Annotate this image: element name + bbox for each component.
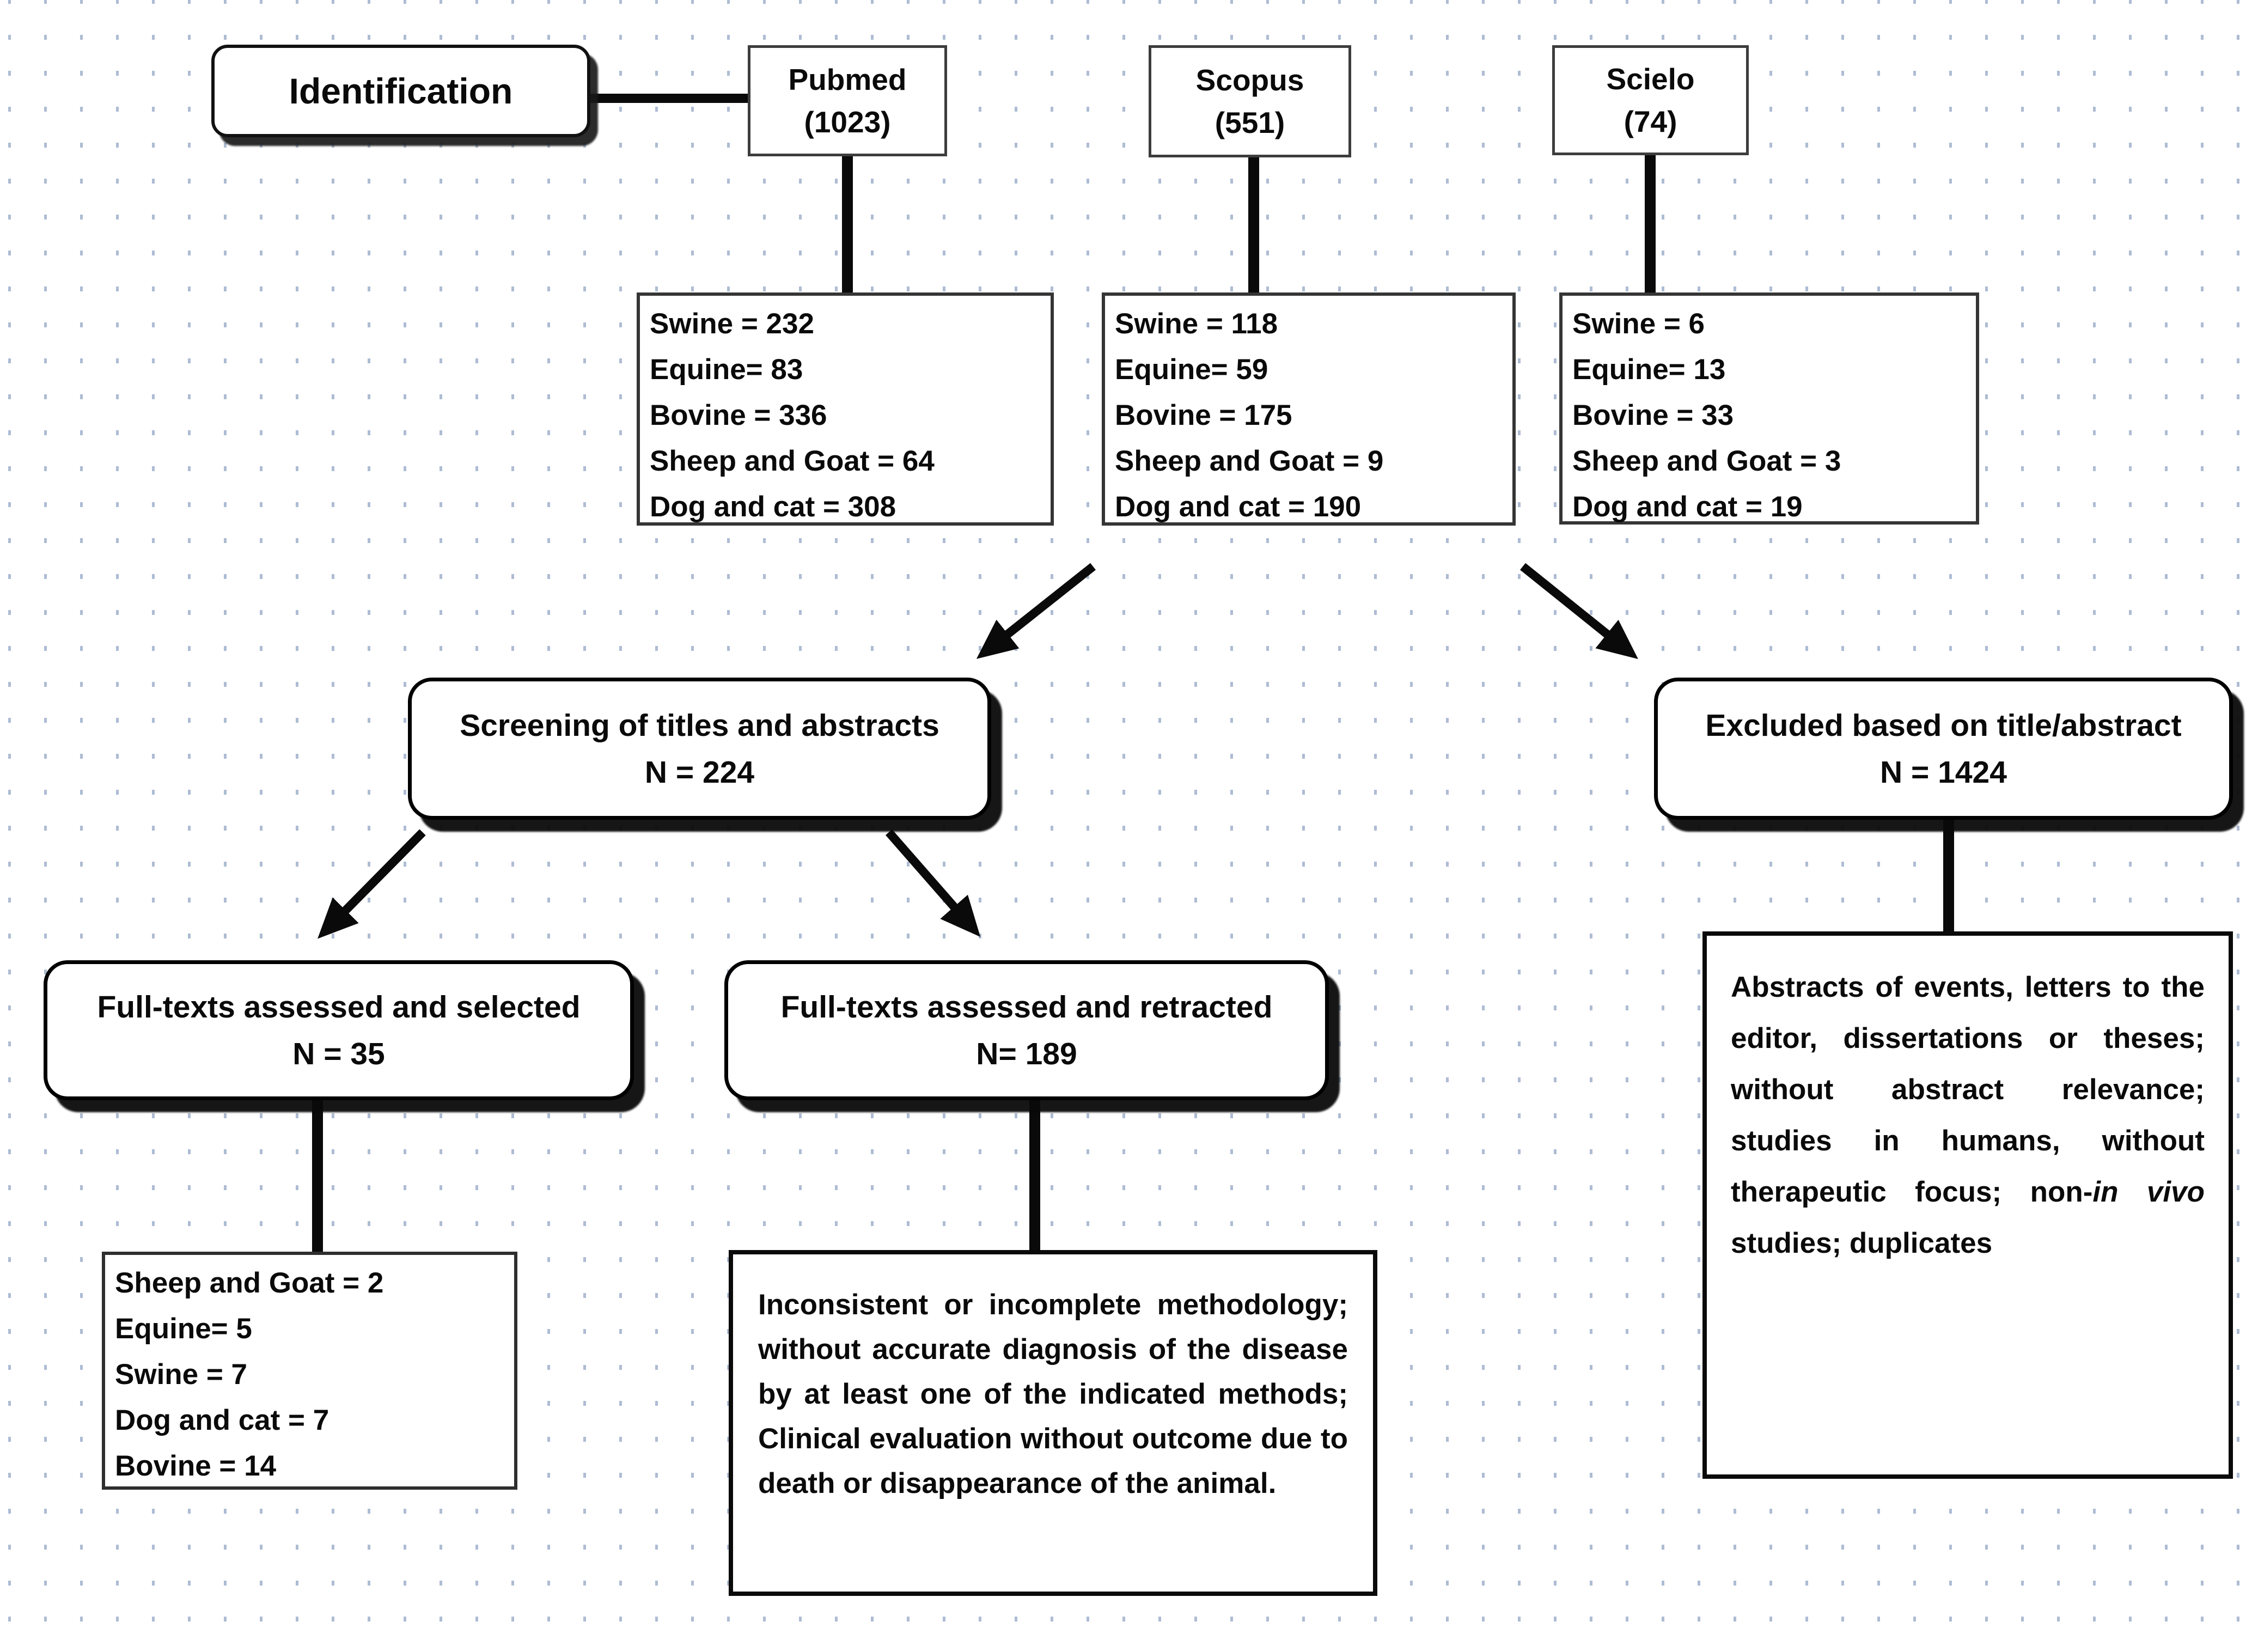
excluded-reasons-text: Abstracts of events, letters to the edit… — [1731, 971, 2205, 1208]
count-line: Bovine = 33 — [1572, 399, 1734, 431]
detail-line: Swine = 7 — [115, 1358, 248, 1391]
connector-pubmed-counts — [842, 154, 853, 294]
detail-line: Dog and cat = 7 — [115, 1404, 329, 1436]
screening-count: N = 224 — [644, 754, 755, 790]
connector-scopus-counts — [1248, 157, 1259, 294]
counts-box-scopus: Swine = 118 Equine= 59 Bovine = 175 Shee… — [1102, 292, 1516, 526]
count-line: Dog and cat = 190 — [1115, 491, 1362, 523]
source-box-scielo: Scielo (74) — [1552, 45, 1749, 155]
count-line: Sheep and Goat = 64 — [650, 445, 935, 477]
source-name: Scopus — [1195, 63, 1304, 97]
detail-line: Equine= 5 — [115, 1313, 252, 1345]
count-line: Swine = 118 — [1115, 308, 1278, 340]
count-line: Equine= 83 — [650, 353, 803, 386]
source-total: (551) — [1215, 106, 1285, 139]
fulltext-selected-box: Full-texts assessed and selected N = 35 — [44, 960, 634, 1100]
count-line: Dog and cat = 308 — [650, 491, 896, 523]
counts-box-pubmed: Swine = 232 Equine= 83 Bovine = 336 Shee… — [637, 292, 1054, 526]
retracted-reasons-box: Inconsistent or incomplete methodology; … — [729, 1250, 1377, 1596]
connector-scielo-counts — [1645, 154, 1656, 294]
source-total: (74) — [1624, 105, 1677, 138]
source-box-scopus: Scopus (551) — [1149, 45, 1351, 157]
count-line: Dog and cat = 19 — [1572, 491, 1803, 523]
arrow-to-excluded — [1519, 563, 1638, 660]
source-name: Scielo — [1606, 62, 1695, 96]
count-line: Equine= 59 — [1115, 353, 1268, 386]
connector-identification-pubmed — [590, 94, 749, 103]
count-line: Sheep and Goat = 3 — [1572, 445, 1841, 477]
connector-retracted-reasons — [1029, 1098, 1040, 1252]
detail-line: Sheep and Goat = 2 — [115, 1267, 384, 1299]
identification-stage-box: Identification — [211, 45, 590, 137]
excluded-reasons-text-after: studies; duplicates — [1731, 1227, 1993, 1259]
retracted-reasons-text: Inconsistent or incomplete methodology; … — [758, 1289, 1348, 1499]
arrow-to-selected — [318, 829, 426, 939]
count-line: Bovine = 336 — [650, 399, 827, 431]
selected-count: N = 35 — [292, 1036, 385, 1071]
count-line: Swine = 6 — [1572, 308, 1705, 340]
arrow-to-retracted — [885, 829, 981, 937]
source-box-pubmed: Pubmed (1023) — [748, 45, 947, 156]
connector-selected-detail — [312, 1098, 323, 1254]
detail-line: Bovine = 14 — [115, 1450, 277, 1482]
selected-title: Full-texts assessed and selected — [97, 989, 581, 1025]
count-line: Equine= 13 — [1572, 353, 1726, 386]
source-name: Pubmed — [788, 63, 907, 96]
screening-title: Screening of titles and abstracts — [460, 708, 939, 743]
excluded-reasons-box: Abstracts of events, letters to the edit… — [1702, 931, 2233, 1479]
connector-excluded-reasons — [1943, 818, 1954, 949]
fulltext-retracted-box: Full-texts assessed and retracted N= 189 — [724, 960, 1329, 1100]
excluded-count: N = 1424 — [1880, 754, 2007, 790]
identification-label: Identification — [289, 71, 513, 111]
retracted-title: Full-texts assessed and retracted — [780, 989, 1273, 1025]
excluded-title: Excluded based on title/abstract — [1705, 708, 2182, 743]
excluded-box: Excluded based on title/abstract N = 142… — [1654, 678, 2233, 820]
count-line: Sheep and Goat = 9 — [1115, 445, 1384, 477]
excluded-reasons-italic: in vivo — [2092, 1176, 2205, 1208]
source-total: (1023) — [804, 105, 891, 139]
retracted-count: N= 189 — [976, 1036, 1077, 1071]
selected-species-box: Sheep and Goat = 2 Equine= 5 Swine = 7 D… — [102, 1252, 517, 1490]
count-line: Bovine = 175 — [1115, 399, 1292, 431]
screening-box: Screening of titles and abstracts N = 22… — [408, 678, 991, 820]
count-line: Swine = 232 — [650, 308, 814, 340]
counts-box-scielo: Swine = 6 Equine= 13 Bovine = 33 Sheep a… — [1559, 292, 1979, 525]
arrow-to-screening — [976, 563, 1096, 659]
